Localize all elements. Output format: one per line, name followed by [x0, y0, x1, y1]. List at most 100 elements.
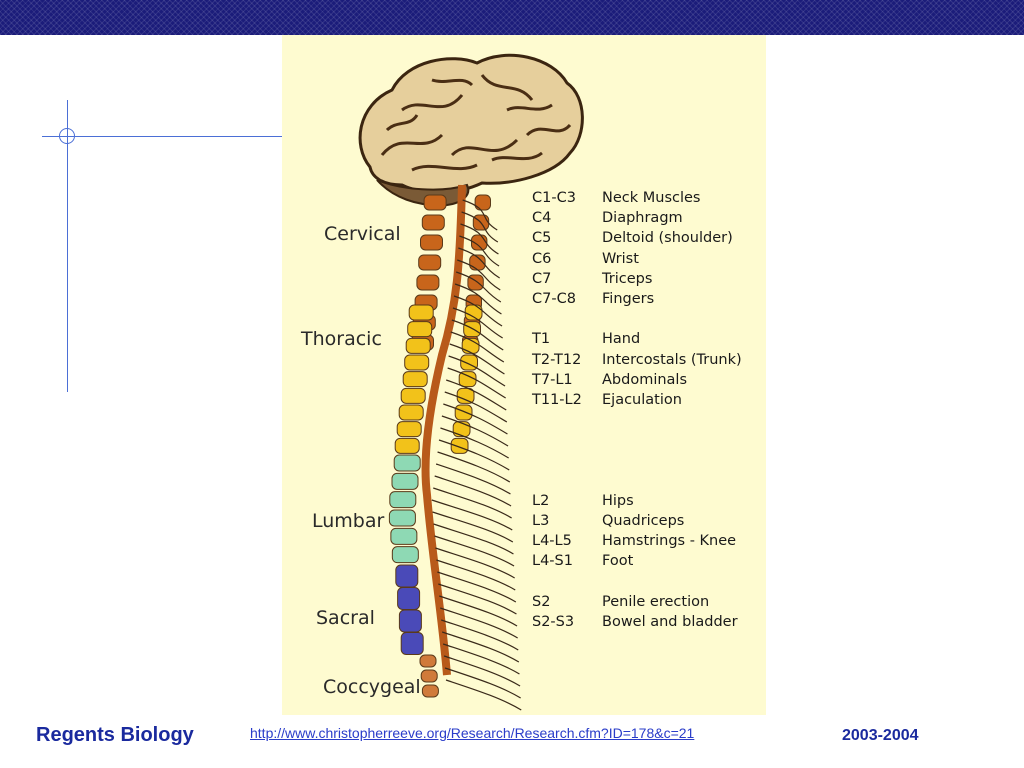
spinal-level: C7 [532, 270, 552, 287]
spinal-nerve [457, 259, 501, 291]
spinal-nerve [452, 307, 503, 339]
vertebrae-group [388, 194, 492, 698]
spinal-level: T7-L1 [532, 371, 573, 388]
spinal-nerve [443, 655, 521, 687]
spinal-nerve [441, 415, 509, 447]
spinal-nerve [445, 679, 522, 711]
muscle-function: Foot [602, 553, 634, 570]
spinal-level: T1 [532, 331, 551, 348]
spinal-level: L2 [532, 492, 550, 509]
spinal-nerves [431, 199, 522, 711]
muscle-function: Deltoid (shoulder) [602, 230, 733, 247]
spine-illustration [358, 53, 584, 711]
vertebra [418, 254, 442, 271]
spinal-nerve [431, 499, 513, 531]
vertebra [419, 654, 437, 668]
spinal-nerve [448, 355, 506, 387]
vertebra [389, 491, 417, 509]
spinal-level: T2-T12 [532, 351, 582, 368]
spinal-level: T11-L2 [532, 391, 582, 408]
vertebra [423, 194, 447, 211]
muscle-function: Hips [602, 492, 634, 509]
footer-title: Regents Biology [36, 724, 194, 746]
region-label-coccygeal: Coccygeal [323, 676, 421, 698]
vertebra [416, 274, 440, 291]
spinal-level: C7-C8 [532, 290, 576, 307]
region-label-lumbar: Lumbar [312, 510, 385, 532]
vertebra [400, 632, 424, 655]
vertebra [405, 337, 431, 354]
vertebra [394, 437, 420, 454]
brain-illustration [358, 53, 584, 207]
vertebra [420, 669, 438, 683]
guide-crosshair [59, 128, 75, 144]
vertebra [388, 509, 416, 527]
spinal-nerve [451, 319, 504, 351]
vertebra [420, 234, 443, 251]
spinal-nerve [435, 547, 515, 579]
spinal-nerve [446, 379, 507, 411]
vertebra [396, 421, 422, 438]
vertebra [398, 404, 424, 421]
guide-vertical-line [67, 100, 68, 392]
spinal-level: C6 [532, 250, 552, 267]
spinal-nerve [441, 619, 519, 651]
vertebra [391, 546, 419, 564]
vertebra [421, 214, 445, 231]
region-label-thoracic: Thoracic [301, 328, 382, 350]
muscle-function: Fingers [602, 290, 655, 307]
spinal-nerve [450, 331, 505, 363]
muscle-function: Penile erection [602, 593, 710, 610]
vertebra [400, 387, 426, 404]
spinal-nerve [433, 523, 514, 555]
spinal-nerve [436, 559, 516, 591]
muscle-function: Abdominals [602, 371, 688, 388]
vertebra [402, 371, 428, 388]
spinal-nerve [444, 391, 508, 423]
spinal-nerve [432, 511, 514, 543]
muscle-function: Hand [602, 331, 641, 348]
spinal-level: C4 [532, 210, 552, 227]
vertebra [404, 354, 430, 371]
spinal-nerve [437, 451, 511, 483]
source-link[interactable]: http://www.christopherreeve.org/Research… [250, 725, 695, 741]
spinal-nerve [454, 283, 502, 315]
vertebra [397, 587, 421, 610]
muscle-function: Ejaculation [602, 391, 682, 408]
muscle-function: Hamstrings - Knee [602, 533, 737, 550]
muscle-function: Intercostals (Trunk) [602, 351, 742, 368]
muscle-function: Wrist [602, 250, 639, 267]
spinal-nerve [460, 223, 499, 255]
spinal-nerve [444, 667, 521, 699]
spinal-nerve [461, 211, 499, 243]
muscle-function: Neck Muscles [602, 190, 701, 206]
vertebra [390, 527, 418, 545]
muscle-function: Diaphragm [602, 210, 683, 227]
vertebra [395, 564, 419, 588]
spinal-nerve [438, 439, 510, 471]
spinal-nerve [441, 631, 520, 663]
vertebra [393, 454, 421, 472]
spinal-nerve [442, 643, 520, 675]
muscle-function: Bowel and bladder [602, 613, 738, 630]
spinal-nerve [433, 487, 512, 519]
muscle-function: Triceps [602, 270, 653, 287]
spinal-nerve [443, 403, 508, 435]
spinal-level: S2-S3 [532, 613, 575, 630]
vertebra [391, 472, 419, 490]
spinal-nerve [440, 427, 509, 459]
vertebra [421, 684, 439, 698]
vertebra [474, 194, 492, 211]
spinal-nerve [434, 535, 515, 567]
spinal-nerve [439, 595, 518, 627]
vertebra [398, 609, 422, 633]
spinal-nerve [453, 295, 503, 327]
vertebra [450, 437, 469, 454]
spinal-level: C1-C3 [532, 190, 576, 206]
spinal-nerve [437, 571, 517, 603]
guide-horizontal-line [42, 136, 282, 137]
spinal-cord [421, 184, 466, 676]
vertebra [408, 304, 434, 321]
spinal-level: L3 [532, 513, 550, 529]
region-label-cervical: Cervical [324, 223, 401, 245]
